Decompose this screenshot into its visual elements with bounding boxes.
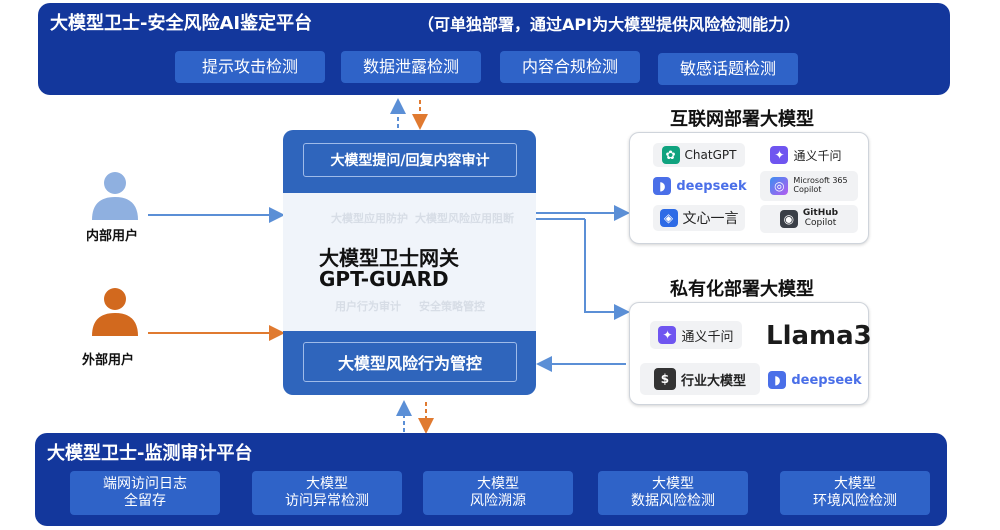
model-deepseek[interactable]: ◗ deepseek [650, 173, 750, 199]
risk-control-button[interactable]: 大模型风险行为管控 [303, 342, 517, 382]
feature-access-anomaly[interactable]: 大模型 访问异常检测 [252, 471, 402, 515]
deepseek-whale-icon: ◗ [768, 371, 787, 389]
private-models-title: 私有化部署大模型 [670, 279, 814, 300]
top-platform-subtitle: （可单独部署，通过API为大模型提供风险检测能力） [418, 15, 801, 34]
ghost-label-4: 安全策略管控 [419, 300, 485, 313]
private-model-tongyi-label: 通义千问 [681, 329, 734, 345]
tongyi-icon: ✦ [770, 146, 789, 164]
wenxin-icon: ◈ [659, 209, 678, 227]
feature-access-anomaly-line1: 大模型 [306, 475, 348, 492]
model-tongyi-label: 通义千问 [793, 148, 842, 163]
feature-prompt-attack[interactable]: 提示攻击检测 [175, 51, 325, 83]
model-deepseek-label: deepseek [676, 178, 747, 194]
top-platform-title: 大模型卫士-安全风险AI鉴定平台 [50, 13, 313, 34]
github-copilot-icon: ◉ [779, 210, 798, 228]
feature-content-compliance[interactable]: 内容合规检测 [500, 51, 640, 83]
model-ms-copilot-line1: Microsoft 365 [793, 176, 848, 186]
feature-access-anomaly-line2: 访问异常检测 [285, 493, 369, 509]
arrow-gateway-private [584, 219, 630, 320]
bottom-platform: 大模型卫士-监测审计平台 端网访问日志 全留存 大模型 访问异常检测 大模型 风… [35, 433, 947, 526]
model-tongyi[interactable]: ✦ 通义千问 [755, 143, 857, 167]
deepseek-whale-icon: ◗ [653, 177, 672, 195]
feature-risk-trace[interactable]: 大模型 风险溯源 [423, 471, 573, 515]
internet-models-title: 互联网部署大模型 [670, 109, 814, 130]
ghost-label-2: 大模型风险应用阻断 [415, 212, 514, 225]
internet-models-panel: ✿ ChatGPT ✦ 通义千问 ◗ deepseek ◎ Microsoft … [629, 132, 869, 244]
feature-env-risk-line1: 大模型 [834, 475, 876, 492]
gateway-inner [283, 193, 536, 331]
feature-env-risk[interactable]: 大模型 环境风险检测 [780, 471, 930, 515]
feature-data-risk-line2: 数据风险检测 [631, 493, 715, 509]
ghost-label-1: 大模型应用防护 [331, 212, 408, 225]
internal-user-avatar [90, 170, 140, 220]
ghost-label-3: 用户行为审计 [335, 300, 401, 313]
feature-env-risk-line2: 环境风险检测 [813, 493, 897, 509]
bottom-platform-title: 大模型卫士-监测审计平台 [47, 443, 253, 464]
external-user-avatar [90, 286, 140, 336]
model-chatgpt[interactable]: ✿ ChatGPT [653, 143, 745, 167]
external-user-label: 外部用户 [82, 353, 135, 368]
private-models-panel: ✦ 通义千问 Llama3 $ 行业大模型 ◗ deepseek [629, 302, 872, 405]
top-platform: 大模型卫士-安全风险AI鉴定平台 （可单独部署，通过API为大模型提供风险检测能… [38, 3, 950, 95]
feature-data-leak[interactable]: 数据泄露检测 [341, 51, 481, 83]
chatgpt-icon: ✿ [661, 146, 680, 164]
model-github-copilot[interactable]: ◉ GitHub Copilot [760, 205, 858, 233]
audit-button[interactable]: 大模型提问/回复内容审计 [303, 143, 517, 177]
feature-data-risk-line1: 大模型 [652, 475, 694, 492]
tongyi-icon: ✦ [658, 326, 677, 344]
model-wenxin-label: 文心一言 [682, 211, 739, 227]
model-wenxin[interactable]: ◈ 文心一言 [653, 205, 745, 231]
feature-access-log-line2: 全留存 [124, 493, 166, 509]
private-model-deepseek-label: deepseek [791, 372, 862, 388]
feature-data-risk[interactable]: 大模型 数据风险检测 [598, 471, 748, 515]
gateway-box: 大模型提问/回复内容审计 大模型应用防护 大模型风险应用阻断 用户行为审计 安全… [283, 130, 536, 395]
private-model-tongyi[interactable]: ✦ 通义千问 [650, 321, 742, 349]
model-chatgpt-label: ChatGPT [684, 148, 737, 162]
gateway-title-en: GPT-GUARD [319, 267, 449, 291]
bank-icon: $ [653, 368, 676, 390]
private-model-industry[interactable]: $ 行业大模型 [640, 363, 760, 395]
internal-user-label: 内部用户 [86, 229, 139, 244]
feature-risk-trace-line1: 大模型 [477, 475, 519, 492]
private-model-llama3[interactable]: Llama3 [766, 321, 872, 351]
feature-sensitive-topic[interactable]: 敏感话题检测 [658, 53, 798, 85]
copilot-icon: ◎ [770, 177, 789, 195]
model-ms-copilot-line2: Copilot [793, 185, 822, 194]
feature-access-log-line1: 端网访问日志 [103, 475, 187, 492]
private-model-deepseek[interactable]: ◗ deepseek [766, 367, 864, 393]
model-github-copilot-line1: GitHub [802, 208, 839, 219]
feature-access-log[interactable]: 端网访问日志 全留存 [70, 471, 220, 515]
model-github-copilot-line2: Copilot [804, 218, 837, 228]
feature-risk-trace-line2: 风险溯源 [470, 493, 526, 509]
model-ms-copilot[interactable]: ◎ Microsoft 365 Copilot [760, 171, 858, 201]
gateway-title-cn: 大模型卫士网关 [319, 246, 459, 270]
private-model-industry-label: 行业大模型 [680, 373, 746, 389]
